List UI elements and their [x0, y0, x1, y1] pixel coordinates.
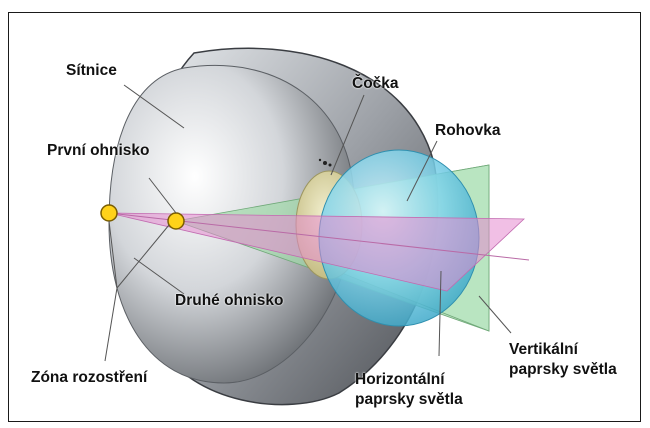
label-zona-rozostreni: Zóna rozostření [31, 368, 147, 387]
label-rohovka: Rohovka [435, 121, 500, 140]
second-focal-point [101, 205, 117, 221]
label-horizontalni-line2: paprsky světla [355, 390, 463, 409]
label-prvni-ohnisko: První ohnisko [47, 141, 150, 160]
label-vertikalni-line1: Vertikální [509, 340, 578, 359]
first-focal-point [168, 213, 184, 229]
diagram-frame: Sítnice První ohnisko Čočka Rohovka Druh… [8, 12, 641, 422]
label-horizontalni-line1: Horizontální [355, 370, 445, 389]
label-cocka: Čočka [352, 74, 399, 93]
label-vertikalni-line2: paprsky světla [509, 360, 617, 379]
label-druhe-ohnisko: Druhé ohnisko [175, 291, 284, 310]
label-sitnice: Sítnice [66, 61, 117, 80]
optic-disc-dot [323, 161, 327, 165]
